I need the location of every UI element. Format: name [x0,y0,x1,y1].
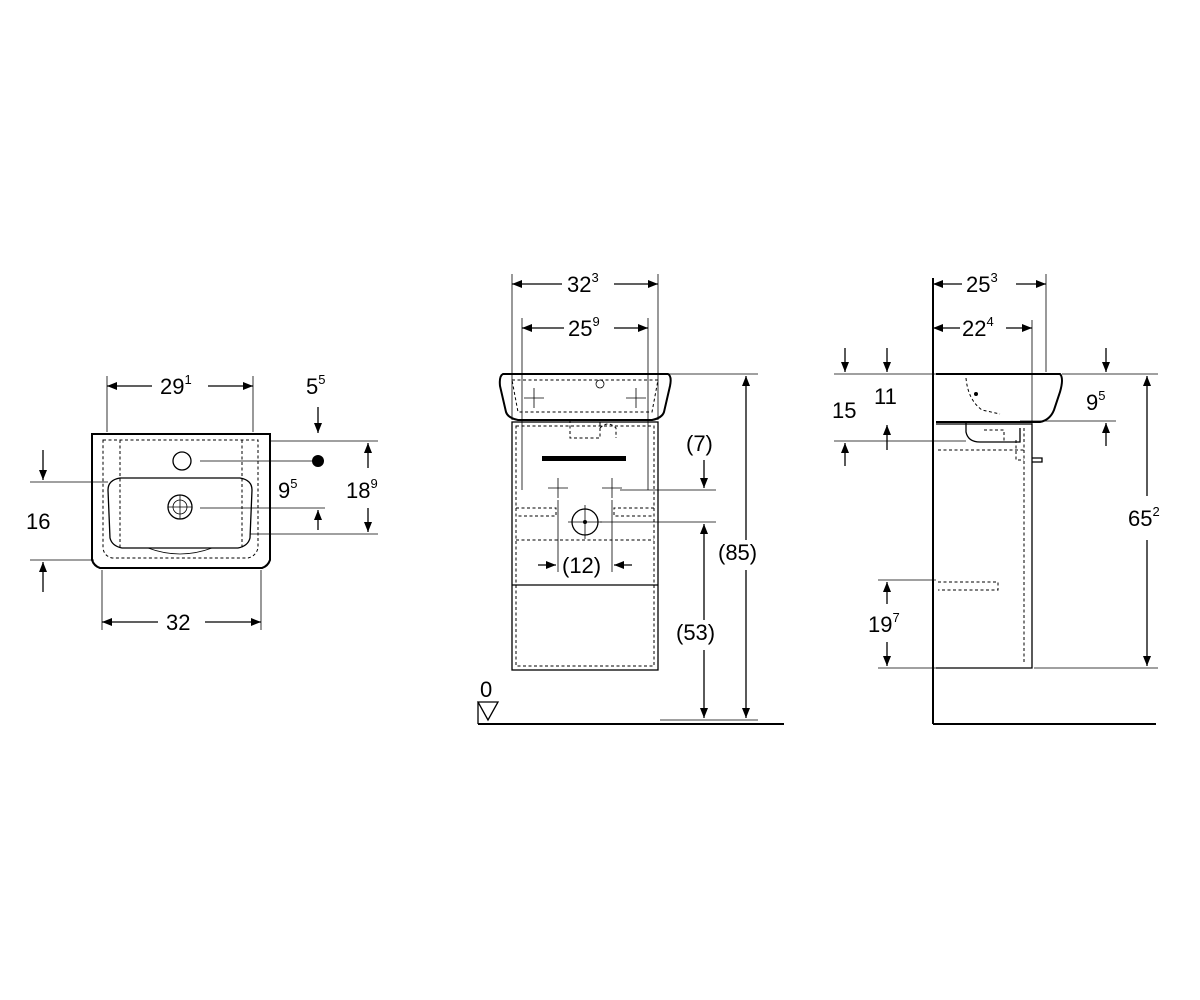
dimension-text: 95 [278,476,297,503]
tap-hole-icon [172,451,192,471]
dimension-text: 291 [160,372,192,399]
dim-18-9-main: 18 [346,478,370,503]
dim-85-label: (85) [718,540,757,565]
dim-25-3-main: 25 [966,272,990,297]
tap-cross-left-icon [524,388,544,408]
cabinet-handle [542,456,626,461]
basin-inner-dashed [102,439,259,559]
floor-zero-label: 0 [480,677,492,702]
dimension-text: 5 [1098,388,1105,403]
dim-16-label: 16 [26,509,50,534]
side-view: 253 224 11 15 95 652 197 [832,270,1160,725]
dimension-text: 3 [591,270,598,285]
dim-22-4-main: 22 [962,316,986,341]
dim-32-main: 32 [166,610,190,635]
dim-25-9-main: 25 [568,316,592,341]
bowl-outline [107,477,253,549]
dimension-text: 32 [166,610,190,635]
dimension-text: 2 [1152,504,1159,519]
dimension-text: 9 [592,314,599,329]
floor-marker-icon [476,701,500,722]
dim-12-label: (12) [562,553,601,578]
supply-cross-left-icon [548,478,568,498]
dim-15-label: 15 [832,398,856,423]
dimension-text: 95 [1086,388,1105,415]
dimension-text: 197 [868,610,900,637]
basin-outline [91,433,271,569]
top-view: 291 55 95 189 16 32 [26,372,378,635]
dim-65-2-main: 65 [1128,506,1152,531]
tap-cross-right-icon [626,388,646,408]
dimension-text: 4 [986,314,993,329]
dim-9-5-side-main: 9 [1086,390,1098,415]
dim-19-7-main: 19 [868,612,892,637]
side-cabinet [936,423,1033,669]
dimension-text: 224 [962,314,994,341]
dim-29-main: 29 [160,374,184,399]
dimension-text: 3 [990,270,997,285]
dimension-text: 5 [290,476,297,491]
dimension-text: 7 [892,610,899,625]
dimension-text: 189 [346,476,378,503]
supply-cross-right-icon [602,478,622,498]
front-view: 323 259 (7) (12) (53) (85) 0 [476,270,784,725]
tap-hole-small [595,379,605,389]
front-basin [498,373,672,421]
dim-7-label: (7) [686,431,713,456]
dimension-text: 259 [568,314,600,341]
overflow-dot-icon [312,455,324,467]
dimension-text: 1 [184,372,191,387]
dimension-text: 5 [318,372,325,387]
side-basin [936,373,1063,423]
cabinet-outline [511,421,659,671]
dim-5-5-main: 5 [306,374,318,399]
dimension-text: 9 [370,476,377,491]
dim-32-3-main: 32 [567,272,591,297]
dimension-text: 323 [567,270,599,297]
dim-9-5-main: 9 [278,478,290,503]
dimension-text: 253 [966,270,998,297]
dim-53-label: (53) [676,620,715,645]
dimension-text: 652 [1128,504,1160,531]
dim-11-label: 11 [874,384,897,409]
side-shelf [938,581,999,591]
dimension-text: 55 [306,372,325,399]
waste-outlet-icon [568,505,602,539]
